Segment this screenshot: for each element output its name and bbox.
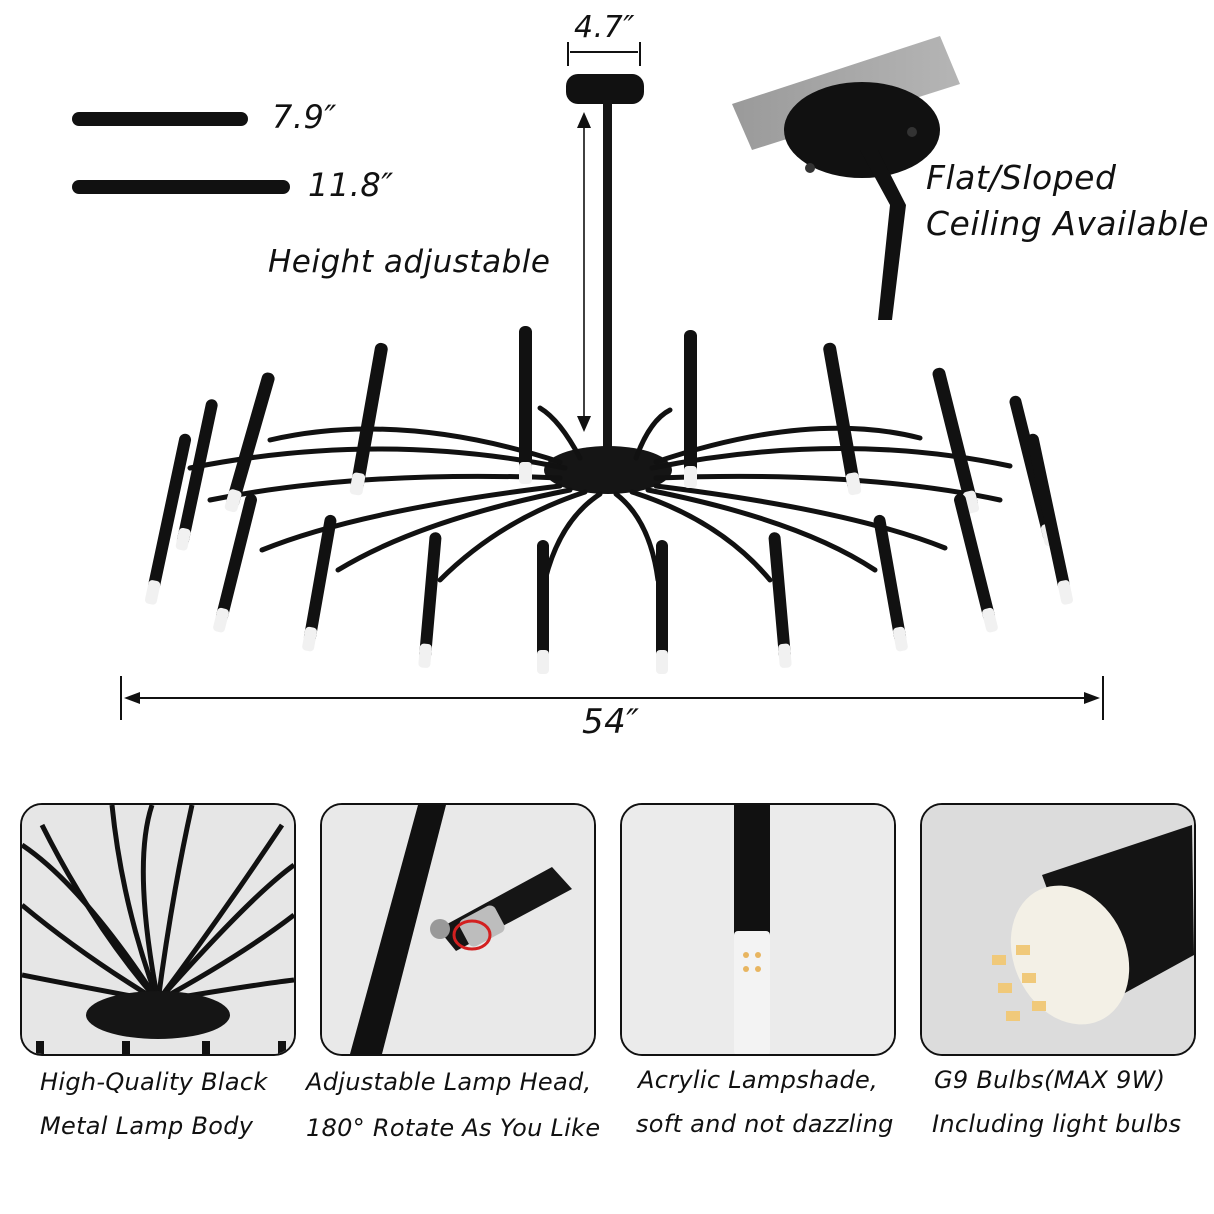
feature-caption-1-line1: High-Quality Black [40, 1068, 268, 1096]
feature-photo-lamp-head [320, 803, 596, 1056]
feature-caption-2-line1: Adjustable Lamp Head, [306, 1068, 592, 1096]
feature-caption-1-line2: Metal Lamp Body [40, 1112, 254, 1140]
feature-photo-metal-body [20, 803, 296, 1056]
diameter-label: 54″ [582, 702, 640, 742]
height-arrow [577, 112, 591, 432]
hub [544, 446, 672, 494]
top-width-dimension [567, 42, 641, 66]
arm-sample-short [72, 112, 248, 126]
chandelier-diagram [72, 36, 1104, 720]
diameter-dimension [120, 676, 1104, 720]
feature-photo-lampshade [620, 803, 896, 1056]
height-label: Height adjustable [268, 244, 551, 280]
feature-caption-4-line2: Including light bulbs [932, 1110, 1182, 1138]
top-width-label: 4.7″ [574, 10, 635, 45]
canopy [566, 74, 644, 458]
sloped-ceiling-detail [732, 36, 960, 320]
arm-short-label: 7.9″ [272, 98, 337, 136]
feature-caption-3-line1: Acrylic Lampshade, [638, 1066, 878, 1094]
lamps-lower [144, 433, 1074, 674]
arm-sample-long [72, 180, 290, 194]
ceiling-label-line1: Flat/Sloped [926, 158, 1117, 197]
feature-caption-3-line2: soft and not dazzling [636, 1110, 894, 1138]
feature-caption-4-line1: G9 Bulbs(MAX 9W) [934, 1066, 1166, 1094]
lamps-upper [175, 326, 1057, 551]
arm-long-label: 11.8″ [308, 166, 394, 204]
ceiling-label-line2: Ceiling Available [926, 204, 1210, 243]
feature-caption-2-line2: 180° Rotate As You Like [306, 1114, 601, 1142]
feature-photo-bulb [920, 803, 1196, 1056]
